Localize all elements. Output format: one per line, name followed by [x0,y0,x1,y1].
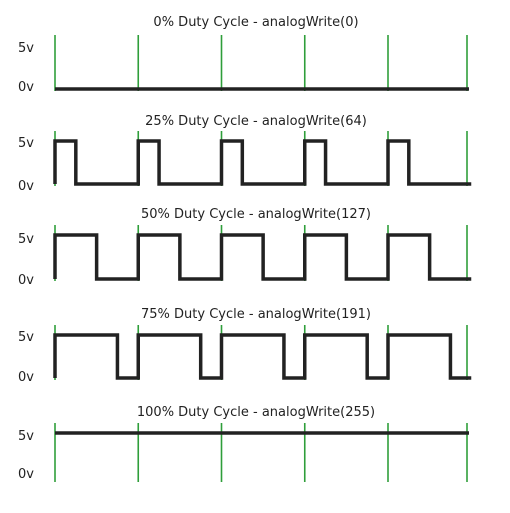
low-voltage-label: 0v [18,467,34,482]
low-voltage-label: 0v [18,179,34,194]
panel-3: 75% Duty Cycle - analogWrite(191) 5v 0v [18,307,472,385]
low-voltage-label: 0v [18,80,34,95]
period-markers [54,35,468,91]
low-voltage-label: 0v [18,370,34,385]
panel-0: 0% Duty Cycle - analogWrite(0) 5v 0v [18,15,469,95]
panel-2: 50% Duty Cycle - analogWrite(127) 5v 0v [18,207,472,288]
panel-title: 0% Duty Cycle - analogWrite(0) [153,15,358,30]
panel-4: 100% Duty Cycle - analogWrite(255) 5v 0v [18,405,469,482]
high-voltage-label: 5v [18,232,34,247]
high-voltage-label: 5v [18,330,34,345]
panel-1: 25% Duty Cycle - analogWrite(64) 5v 0v [18,114,472,194]
high-voltage-label: 5v [18,136,34,151]
pwm-waveform [53,233,472,281]
high-voltage-label: 5v [18,41,34,56]
pwm-waveform [53,139,472,186]
panel-title: 100% Duty Cycle - analogWrite(255) [137,405,375,420]
panel-title: 75% Duty Cycle - analogWrite(191) [141,307,371,322]
pwm-waveform [53,333,472,380]
panel-title: 25% Duty Cycle - analogWrite(64) [145,114,367,129]
panel-title: 50% Duty Cycle - analogWrite(127) [141,207,371,222]
high-voltage-label: 5v [18,429,34,444]
low-voltage-label: 0v [18,273,34,288]
